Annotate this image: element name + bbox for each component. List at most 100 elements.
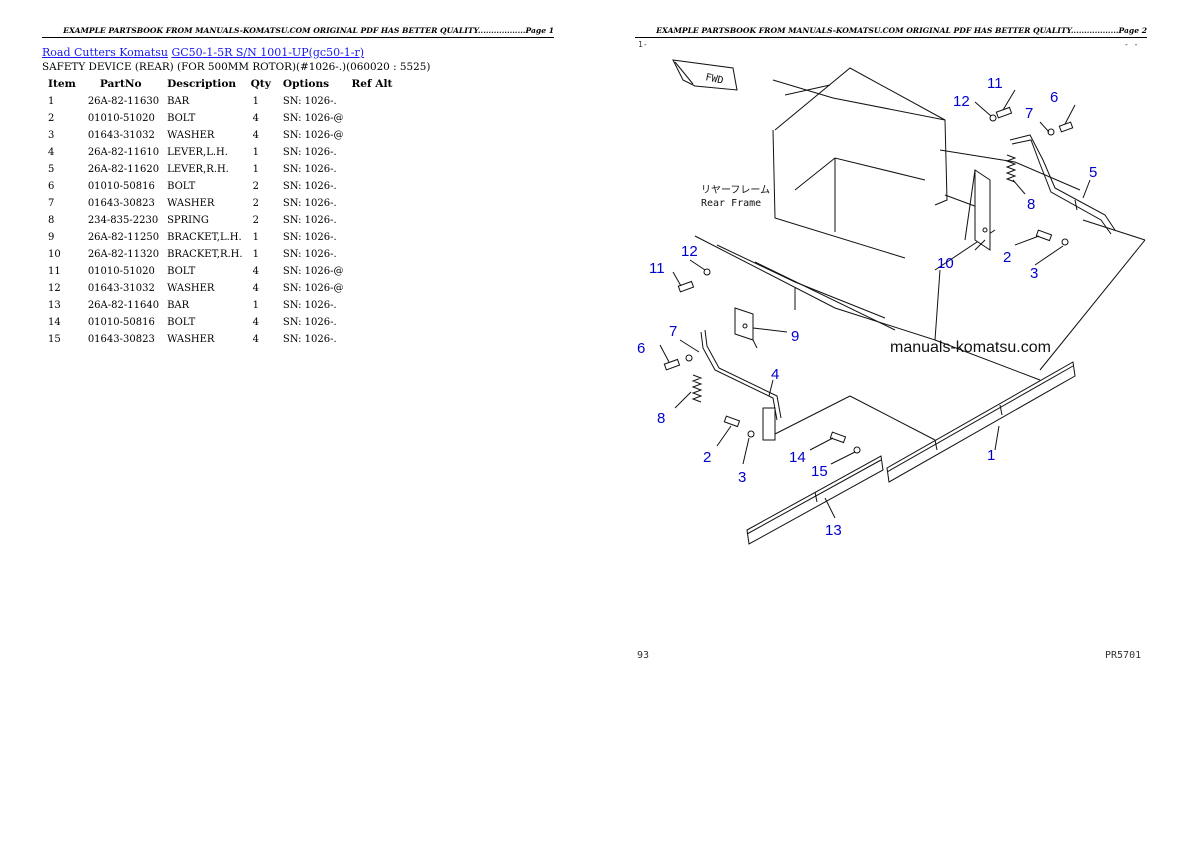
corner-tick-left: 1-	[638, 40, 648, 49]
col-item: Item	[48, 78, 76, 90]
cell-ref-alt	[345, 280, 398, 297]
cell-item: 1	[48, 96, 55, 107]
cell-ref-alt	[345, 110, 398, 127]
cell-partno: 01643-31032	[87, 283, 155, 294]
cell-ref-alt	[345, 195, 398, 212]
cell-item: 7	[48, 198, 55, 209]
callout-6: 6	[1050, 89, 1058, 106]
watermark-text: manuals-komatsu.com	[890, 339, 1051, 356]
col-partno: PartNo	[99, 78, 142, 90]
col-ref-alt: Ref Alt	[351, 78, 393, 90]
bolt-lh-icon	[663, 268, 861, 454]
bracket-rh	[964, 169, 991, 251]
callout-10: 10	[937, 255, 954, 272]
cell-description: WASHER	[167, 198, 215, 209]
callout-2: 2	[1003, 249, 1011, 266]
cell-options: SN: 1026-@	[282, 266, 344, 277]
cell-qty: 4	[252, 317, 259, 328]
exploded-parts-diagram: FWD リヤーフレーム Rear Frame manuals-komatsu.c…	[637, 59, 1146, 545]
cell-options: SN: 1026-@	[282, 283, 344, 294]
callout-7-lh: 7	[669, 323, 677, 340]
cell-ref-alt	[345, 127, 398, 144]
cell-qty: 1	[252, 300, 259, 311]
callout-9: 9	[791, 328, 799, 345]
callout-3: 3	[1030, 265, 1038, 282]
cell-ref-alt	[345, 212, 398, 229]
cell-description: BOLT	[167, 113, 196, 124]
cell-item: 11	[48, 266, 61, 277]
breadcrumb-link-model[interactable]: GC50-1-5R S/N 1001-UP(gc50-1-r)	[171, 46, 365, 59]
diagram-footer-page: 93	[637, 650, 650, 661]
callout-8-lh: 8	[657, 410, 665, 427]
cell-partno: 01010-51020	[87, 266, 155, 277]
bar-main	[886, 361, 1076, 483]
cell-ref-alt	[345, 246, 398, 263]
cell-qty: 4	[252, 130, 259, 141]
col-description: Description	[167, 78, 237, 90]
cell-item: 3	[48, 130, 55, 141]
callout-12: 12	[953, 93, 970, 110]
cell-item: 13	[48, 300, 61, 311]
fwd-label: FWD	[704, 72, 724, 87]
callout-4: 4	[771, 366, 779, 383]
cell-partno: 01643-30823	[87, 198, 155, 209]
cell-description: WASHER	[167, 130, 215, 141]
cell-description: BOLT	[167, 317, 196, 328]
cell-ref-alt	[345, 93, 398, 110]
cell-qty: 1	[252, 147, 259, 158]
callout-13: 13	[825, 522, 842, 539]
cell-options: SN: 1026-.	[282, 232, 337, 243]
cell-ref-alt	[345, 297, 398, 314]
cell-item: 15	[48, 334, 61, 345]
cell-partno: 26A-82-11250	[87, 232, 160, 243]
col-options: Options	[282, 78, 330, 90]
cell-options: SN: 1026-@	[282, 130, 344, 141]
cell-description: BAR	[167, 96, 190, 107]
spring-lh-icon	[691, 374, 703, 403]
callout-1: 1	[987, 447, 995, 464]
cell-options: SN: 1026-.	[282, 181, 337, 192]
cell-item: 10	[48, 249, 61, 260]
page-subtitle: SAFETY DEVICE (REAR) (FOR 500MM ROTOR)(#…	[42, 61, 431, 73]
cell-partno: 26A-82-11630	[87, 96, 160, 107]
page-1: EXAMPLE PARTSBOOK FROM MANUALS-KOMATSU.C…	[42, 26, 554, 348]
breadcrumb-link-category[interactable]: Road Cutters Komatsu	[42, 46, 168, 59]
cell-qty: 2	[252, 198, 259, 209]
cell-description: BRACKET,L.H.	[167, 232, 242, 243]
lever-lh	[700, 329, 782, 441]
page-2: EXAMPLE PARTSBOOK FROM MANUALS-KOMATSU.C…	[595, 0, 1190, 842]
cell-partno: 01010-50816	[87, 317, 155, 328]
cell-ref-alt	[345, 331, 398, 348]
callout-14: 14	[789, 449, 806, 466]
cell-item: 2	[48, 113, 55, 124]
spring-rh-icon	[1005, 154, 1017, 183]
callout-8: 8	[1027, 196, 1035, 213]
rear-frame-jp-label: リヤーフレーム	[701, 184, 770, 196]
cell-qty: 2	[252, 215, 259, 226]
cell-ref-alt	[345, 314, 398, 331]
cell-options: SN: 1026-@	[282, 113, 344, 124]
corner-tick-right: - -	[1124, 40, 1139, 49]
cell-qty: 2	[252, 181, 259, 192]
cell-description: BOLT	[167, 266, 196, 277]
cell-ref-alt	[345, 178, 398, 195]
callout-5: 5	[1089, 164, 1097, 181]
cell-item: 5	[48, 164, 55, 175]
cell-options: SN: 1026-.	[282, 249, 337, 260]
cell-description: WASHER	[167, 283, 215, 294]
cell-ref-alt	[345, 263, 398, 280]
cell-partno: 01010-50816	[87, 181, 155, 192]
cell-item: 9	[48, 232, 55, 243]
cell-description: SPRING	[167, 215, 209, 226]
diagram-footer-code: PR5701	[1105, 650, 1142, 661]
table-header-row: Item PartNo Description Qty Options Ref …	[42, 76, 398, 93]
